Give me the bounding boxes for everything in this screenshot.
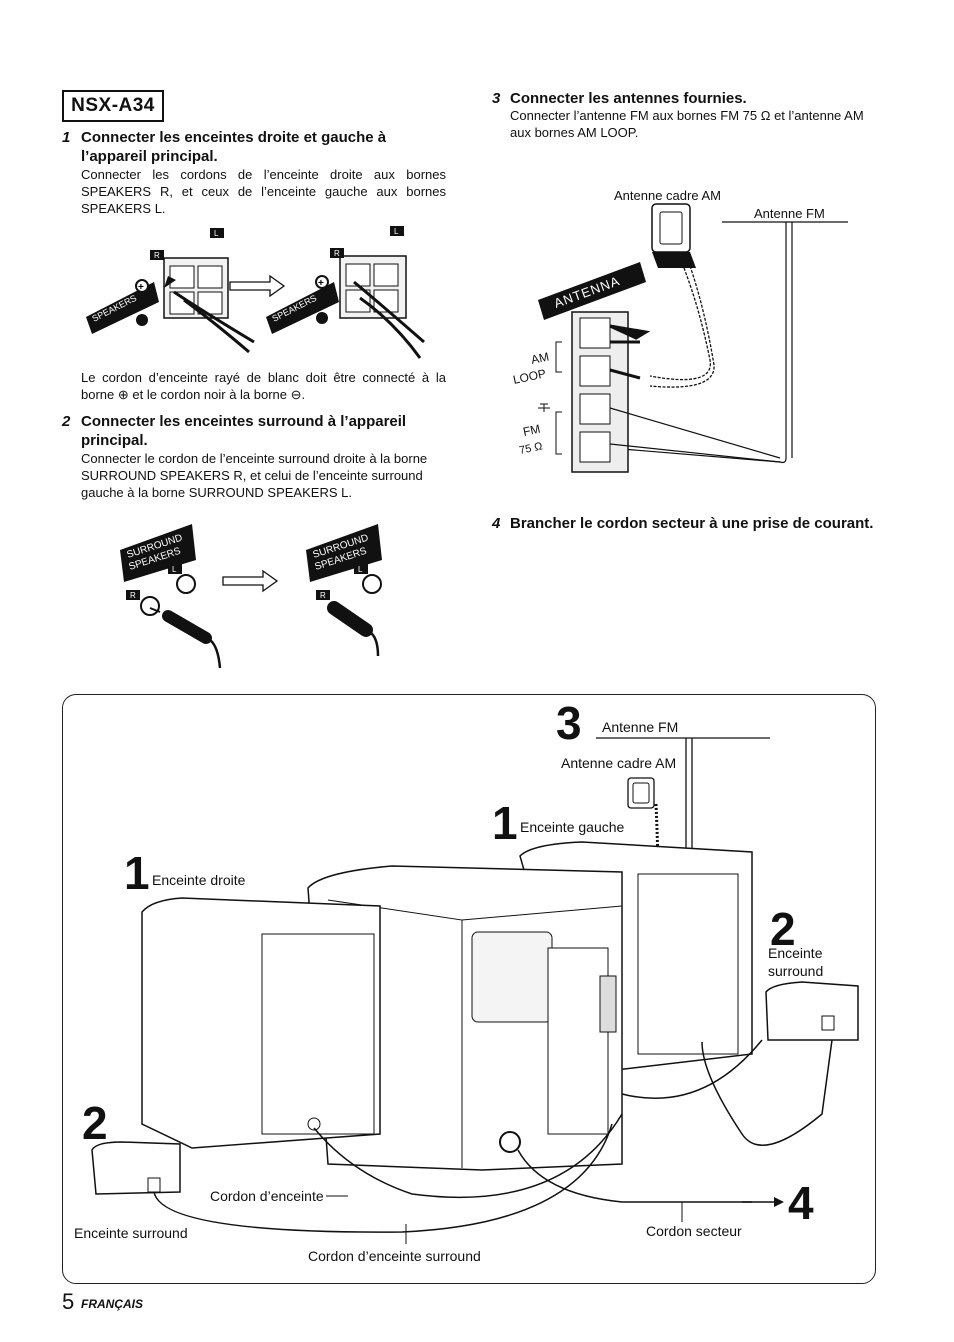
am-loop-antenna-label: Antenne cadre AM [614, 188, 721, 203]
overview-step-4-number: 4 [788, 1177, 814, 1229]
step-3-heading: Connecter les antennes fournies. [510, 90, 747, 107]
system-overview-illustration [91, 737, 859, 1244]
speaker-terminal-after: SPEAKERS R L + [266, 226, 425, 359]
overview-step-2a-number: 2 [770, 903, 796, 955]
am-terminal-label: AM [530, 349, 551, 366]
step-3-title: 3 Connecter les antennes fournies. [492, 89, 877, 108]
loop-terminal-label: LOOP [512, 366, 548, 387]
fm-antenna-label: Antenne FM [754, 206, 825, 221]
surround-cord-label: Cordon d’enceinte surround [308, 1248, 481, 1264]
model-label: NSX-A34 [62, 90, 164, 122]
surround-r-label-2: R [320, 591, 326, 600]
l-label-2: L [394, 227, 399, 236]
left-speaker-label: Enceinte gauche [520, 819, 625, 835]
step-3-body: Connecter l’antenne FM aux bornes FM 75 … [510, 108, 864, 140]
surround-left-label: Enceinte surround [74, 1225, 188, 1241]
surround-jack-before: SURROUND SPEAKERS R L [120, 524, 222, 669]
step-3-number: 3 [492, 90, 501, 107]
speaker-cord-label: Cordon d’enceinte [210, 1188, 324, 1204]
step-1-note: Le cordon d’enceinte rayé de blanc doit … [81, 370, 446, 402]
step-1-body: Connecter les cordons de l’enceinte droi… [81, 167, 446, 216]
power-cord-label: Cordon secteur [646, 1223, 742, 1239]
step-4-title: 4 Brancher le cordon secteur à une prise … [492, 514, 877, 533]
transition-arrow-1 [229, 274, 286, 298]
speaker-terminal-before: SPEAKERS R L + [86, 228, 255, 354]
step-4-heading: Brancher le cordon secteur à une prise d… [510, 515, 874, 532]
speaker-terminal-illustration: SPEAKERS R L + SPEAKERS R L + [86, 226, 425, 359]
overview-step-1b-number: 1 [124, 847, 150, 899]
step-2-number: 2 [62, 413, 71, 430]
surround-right-label-line2: surround [768, 963, 824, 979]
fm-terminal-label: FM [522, 422, 542, 439]
transition-arrow-2 [222, 569, 279, 593]
step-1-title: 1 Connecter les enceintes droite et gauch… [62, 128, 447, 166]
right-speaker-label: Enceinte droite [152, 872, 246, 888]
overview-am-antenna-label: Antenne cadre AM [561, 755, 677, 771]
surround-l-label-1: L [172, 565, 177, 574]
l-label-1: L [214, 229, 219, 238]
step-1-number: 1 [62, 129, 71, 146]
r-label-1: R [154, 251, 160, 260]
overview-step-2b-number: 2 [82, 1097, 108, 1149]
surround-jack-illustration: SURROUND SPEAKERS R L SURROUND SPEAKERS … [120, 524, 382, 669]
overview-step-1a-number: 1 [492, 797, 518, 849]
r-label-2: R [334, 249, 340, 258]
page-number: 5 [62, 1289, 75, 1314]
ohm-terminal-label: 75 Ω [518, 440, 543, 457]
surround-l-label-2: L [358, 565, 363, 574]
language-label: FRANÇAIS [81, 1297, 143, 1311]
plus-symbol-1: + [138, 282, 144, 293]
overview-panel [62, 694, 876, 1284]
step-4-number: 4 [492, 515, 501, 532]
surround-right-label-line1: Enceinte [768, 945, 823, 961]
step-2-body: Connecter le cordon de l’enceinte surrou… [81, 451, 428, 500]
plus-symbol-2: + [318, 278, 324, 289]
surround-jack-after: SURROUND SPEAKERS R L [306, 524, 382, 657]
surround-r-label-1: R [130, 591, 136, 600]
overview-step-3-number: 3 [556, 697, 582, 749]
step-1-heading: Connecter les enceintes droite et gauche… [81, 129, 387, 165]
step-2-title: 2 Connecter les enceintes surround à l’ap… [62, 412, 447, 450]
antenna-connection-illustration: ANTENNA AM LOOP FM 75 Ω [512, 203, 848, 473]
overview-fm-antenna-label: Antenne FM [602, 719, 679, 735]
step-2-heading: Connecter les enceintes surround à l’app… [81, 413, 407, 449]
